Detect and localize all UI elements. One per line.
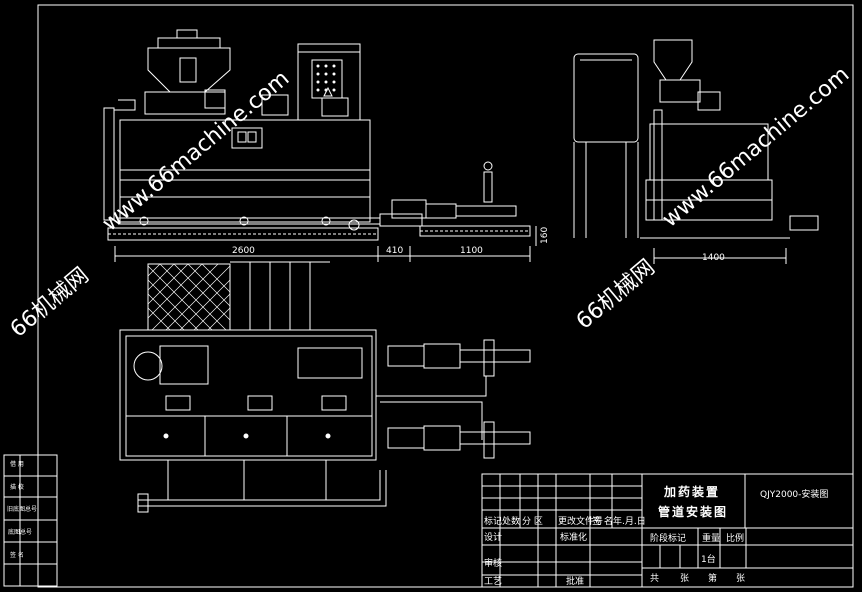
tb-change-doc: 更改文件号 <box>558 515 603 527</box>
drawing-title-line1: 加药装置 <box>663 484 720 499</box>
tb-standardize: 标准化 <box>560 531 587 543</box>
tb-signature: 签 名 <box>592 515 613 527</box>
plan-view <box>119 261 531 513</box>
dosing-pump-1 <box>387 345 425 367</box>
dim-tank-length: 2600 <box>232 246 255 256</box>
dim-pump-length: 1100 <box>460 246 483 256</box>
tb-zone: 分 区 <box>522 516 543 527</box>
dim-gap: 410 <box>386 246 403 256</box>
tb-check: 审核 <box>484 557 502 569</box>
side-elevation-view: 1400 <box>573 39 819 264</box>
tb-weight: 重量 <box>702 532 720 544</box>
front-elevation-view <box>103 29 531 241</box>
drawing-title-line2: 管道安装图 <box>658 504 728 519</box>
tb-quantity: 1台 <box>701 553 716 565</box>
tb-design: 设计 <box>484 531 502 543</box>
side-row-2: 描 校 <box>10 483 24 491</box>
tb-mark: 标记 <box>484 515 502 527</box>
tb-stage-mark: 阶段标记 <box>650 532 686 544</box>
side-row-4: 底图总号 <box>8 528 32 536</box>
title-block: 加药装置 管道安装图 QJY2000-安装图 标记 处数 分 区 更改文件号 签… <box>481 473 854 588</box>
dim-side-width: 1400 <box>702 253 725 263</box>
watermark-brand-1: 66机械网 <box>6 263 94 343</box>
tb-sheet-label2: 张 <box>736 573 745 584</box>
tb-date: 年.月.日 <box>613 515 646 527</box>
drawing-code: QJY2000-安装图 <box>760 488 828 500</box>
watermark-url-2: www.66machine.com <box>658 62 854 233</box>
side-row-3: 旧底图总号 <box>7 505 37 513</box>
dim-height: 160 <box>540 227 550 244</box>
tb-approve: 批准 <box>566 575 584 587</box>
front-dimensions: 2600 410 1100 160 <box>114 226 550 262</box>
tb-sheet-total: 共 <box>650 573 659 584</box>
side-table: 借 用 描 校 旧底图总号 底图总号 签 名 <box>3 454 58 587</box>
tb-sheet-label: 张 <box>680 573 689 584</box>
dosing-pump-2 <box>387 427 425 449</box>
watermark-brand-2: 66机械网 <box>572 255 660 335</box>
tb-sheet-no: 第 <box>708 572 717 584</box>
watermarks: www.66machine.com 66机械网 www.66machine.co… <box>6 62 854 343</box>
tb-count: 处数 <box>502 515 520 527</box>
tb-scale: 比例 <box>726 532 744 544</box>
tb-process: 工艺 <box>484 576 502 587</box>
control-cabinet <box>297 43 361 121</box>
side-row-1: 借 用 <box>10 460 24 468</box>
side-row-5: 签 名 <box>10 551 24 559</box>
drawing-border <box>37 4 854 588</box>
